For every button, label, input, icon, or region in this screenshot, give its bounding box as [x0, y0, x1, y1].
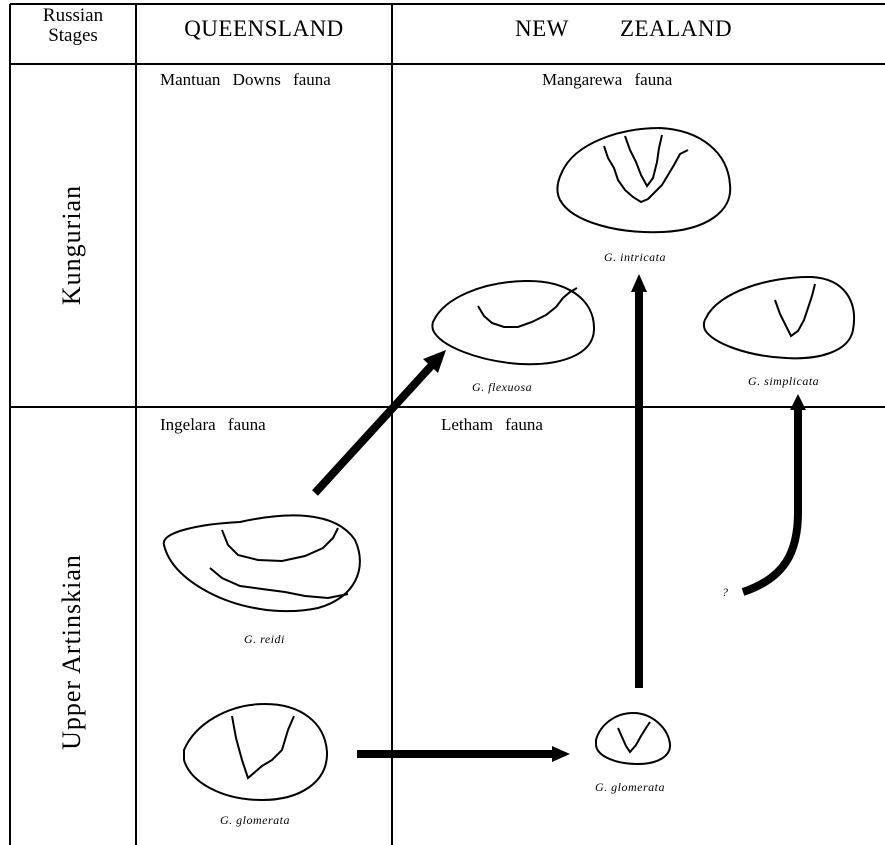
header-russian-stages: Russian Stages	[42, 5, 104, 46]
arrow-unknown-to-simplicata	[741, 408, 802, 596]
stage-upper-artinskian: Upper Artinskian	[57, 554, 86, 750]
header-queensland: QUEENSLAND	[184, 16, 344, 41]
species-label-simplicata: G. simplicata	[748, 374, 820, 388]
fauna-ingelara: Ingelara fauna	[160, 415, 266, 434]
species-label-flexuosa: G. flexuosa	[472, 380, 533, 394]
header-zealand: ZEALAND	[620, 16, 733, 41]
grid-lines	[9, 3, 885, 845]
shell-simplicata	[702, 275, 855, 360]
species-label-glomerata-qld: G. glomerata	[220, 813, 290, 827]
shell-glomerata-qld	[183, 702, 329, 802]
header-new: NEW	[515, 16, 569, 41]
arrowhead-flexuosa	[423, 350, 446, 373]
fauna-letham: Letham fauna	[441, 415, 543, 434]
species-label-reidi: G. reidi	[244, 632, 285, 646]
arrowhead-intricata	[631, 274, 647, 292]
shell-glomerata-nz	[595, 711, 672, 766]
question-mark: ?	[722, 585, 728, 599]
arrows	[312, 274, 806, 762]
species-label-glomerata-nz: G. glomerata	[595, 780, 665, 794]
stage-kungurian: Kungurian	[57, 184, 86, 306]
arrowhead-glomerata-nz	[552, 746, 570, 762]
shell-reidi	[162, 514, 361, 613]
fauna-mantuan-downs: Mantuan Downs fauna	[160, 70, 331, 89]
arrowhead-simplicata	[790, 394, 806, 410]
fauna-mangarewa: Mangarewa fauna	[542, 70, 673, 89]
shell-intricata	[556, 126, 732, 234]
arrow-reidi-to-flexuosa	[312, 362, 435, 496]
species-label-intricata: G. intricata	[604, 250, 666, 264]
shell-flexuosa	[431, 279, 596, 366]
